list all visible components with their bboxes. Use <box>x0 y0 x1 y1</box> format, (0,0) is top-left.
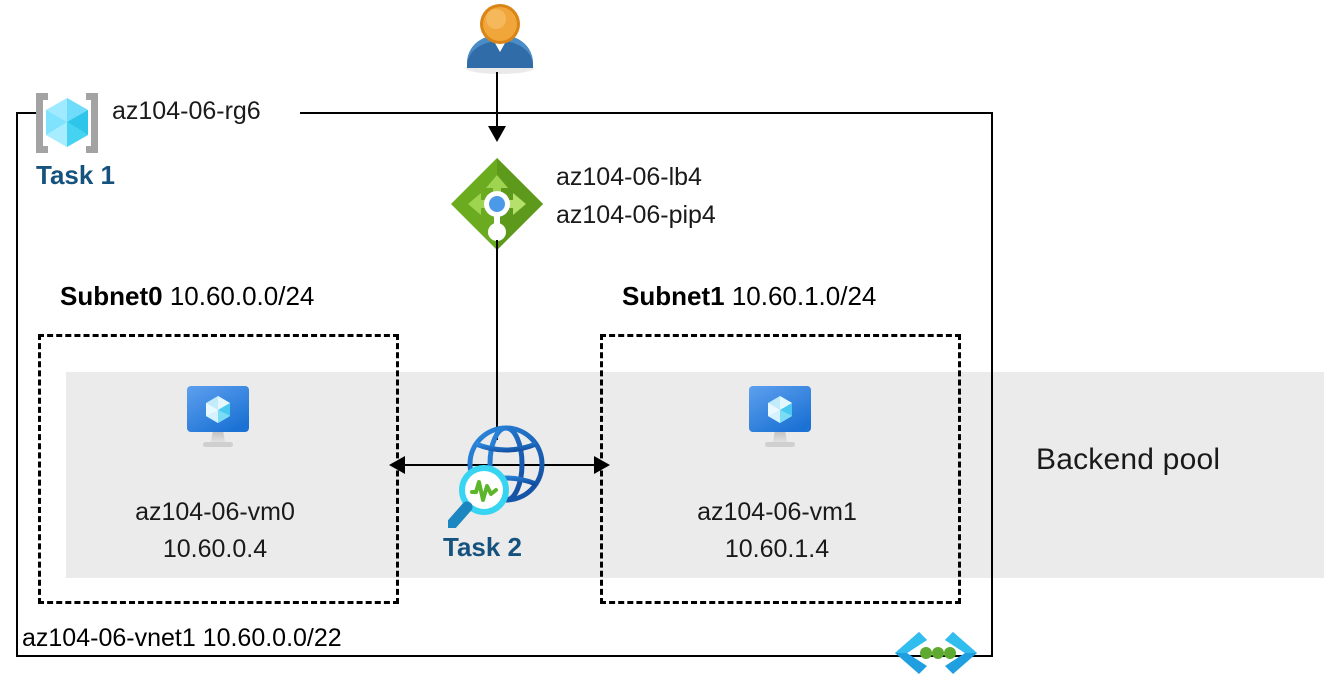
vm1-name: az104-06-vm1 <box>697 498 857 526</box>
subnet0-cidr: 10.60.0.0/24 <box>169 281 315 311</box>
network-watcher-globe-magnifier-icon <box>448 425 545 528</box>
arrowhead-user-to-loadbalancer <box>488 126 506 142</box>
resource-group-border-right <box>991 112 993 657</box>
backend-pool-band <box>66 372 1324 578</box>
task-1-label: Task 1 <box>36 160 116 190</box>
subnet1-label: Subnet1 10.60.1.0/24 <box>622 281 876 312</box>
vnet-label: az104-06-vnet1 10.60.0.0/22 <box>22 624 342 652</box>
resource-group-cube-icon <box>36 93 98 153</box>
resource-group-border-top-right <box>300 112 993 114</box>
virtual-machine-icon <box>749 386 811 447</box>
vm0-name: az104-06-vm0 <box>135 498 295 526</box>
load-balancer-icon <box>451 158 543 250</box>
connector-loadbalancer-to-network <box>496 240 498 440</box>
resource-group-name: az104-06-rg6 <box>112 97 261 125</box>
subnet0-name: Subnet0 <box>60 281 163 311</box>
connector-user-to-loadbalancer <box>496 72 498 130</box>
virtual-machine-icon <box>187 386 249 447</box>
user-person-icon <box>466 4 534 74</box>
backend-pool-label: Backend pool <box>1036 443 1221 476</box>
public-ip-name: az104-06-pip4 <box>556 201 716 229</box>
resource-group-border-top-left <box>16 112 38 114</box>
vm0-ip: 10.60.0.4 <box>162 535 268 563</box>
subnet1-cidr: 10.60.1.0/24 <box>731 281 877 311</box>
arrowhead-right <box>594 456 610 474</box>
arrowhead-left <box>389 456 405 474</box>
resource-group-border-left <box>16 112 18 657</box>
subnet0-label: Subnet0 10.60.0.0/24 <box>60 281 314 312</box>
task-2-label: Task 2 <box>443 532 523 562</box>
vm1-ip: 10.60.1.4 <box>724 535 830 563</box>
load-balancer-name: az104-06-lb4 <box>556 163 702 191</box>
resource-group-border-bottom <box>16 655 993 657</box>
subnet1-name: Subnet1 <box>622 281 725 311</box>
virtual-network-icon <box>895 632 977 674</box>
